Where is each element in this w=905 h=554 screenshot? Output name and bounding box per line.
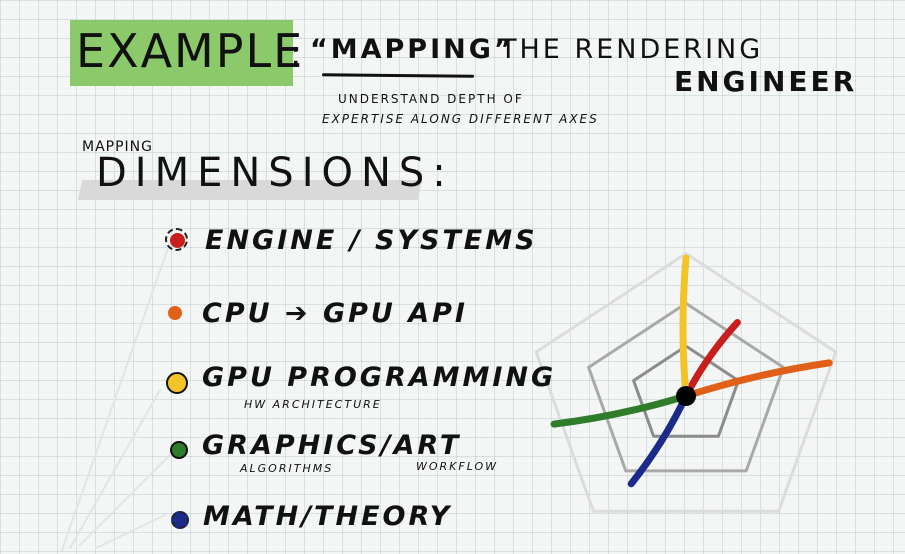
- subtitle-line-1: UNDERSTAND DEPTH OF: [338, 92, 524, 106]
- dimension-dot-cpu-api: [168, 306, 182, 320]
- dimension-sub-algorithms: ALGORITHMS: [240, 462, 334, 475]
- dimension-label-gpu-prog: GPU PROGRAMMING: [202, 362, 557, 393]
- sketch-arrow-line: [95, 514, 166, 549]
- title-colon: :: [290, 34, 303, 74]
- dimension-dot-gpu-prog: [166, 372, 188, 394]
- radar-spoke-3: [679, 254, 690, 400]
- sketch-arrow-line: [61, 247, 169, 551]
- dimension-sub-hw-architecture: HW ARCHITECTURE: [244, 398, 382, 411]
- radar-rings: [534, 252, 838, 513]
- radar-spokes: [550, 254, 833, 488]
- dimensions-heading: DIMENSIONS:: [96, 150, 454, 196]
- dimension-dot-math: [171, 511, 189, 529]
- dimension-dot-outline: [165, 228, 188, 251]
- dimension-sub-workflow: WORKFLOW: [416, 460, 499, 473]
- title-highlight: [70, 20, 293, 86]
- title-example: EXAMPLE: [76, 24, 305, 78]
- title-rendering: THE RENDERING: [500, 34, 764, 65]
- sketch-arrow-line: [69, 389, 161, 549]
- dimension-label-cpu-api: CPU ➔ GPU API: [202, 298, 468, 329]
- radar-spoke-5: [627, 392, 690, 488]
- radar-ring: [587, 301, 785, 473]
- radar-center-dot: [676, 386, 696, 406]
- dimension-dot-graphics: [170, 441, 188, 459]
- radar-ring: [534, 252, 838, 513]
- title-mapping: “MAPPING”: [310, 34, 515, 65]
- dimension-label-graphics: GRAPHICS/ART: [202, 430, 462, 461]
- sketch-arrow-line: [79, 454, 171, 546]
- dimension-label-math: MATH/THEORY: [203, 501, 453, 532]
- sketch-arrows: [61, 247, 171, 551]
- radar-spoke-4: [550, 392, 690, 428]
- subtitle-line-2: EXPERTISE ALONG DIFFERENT AXES: [322, 112, 599, 126]
- dimensions-heading-small: MAPPING: [82, 139, 153, 155]
- radar-ring: [632, 344, 740, 438]
- radar-spoke-2: [682, 359, 833, 400]
- dimension-label-engine: ENGINE / SYSTEMS: [205, 225, 538, 256]
- title-engineer: ENGINEER: [674, 65, 858, 98]
